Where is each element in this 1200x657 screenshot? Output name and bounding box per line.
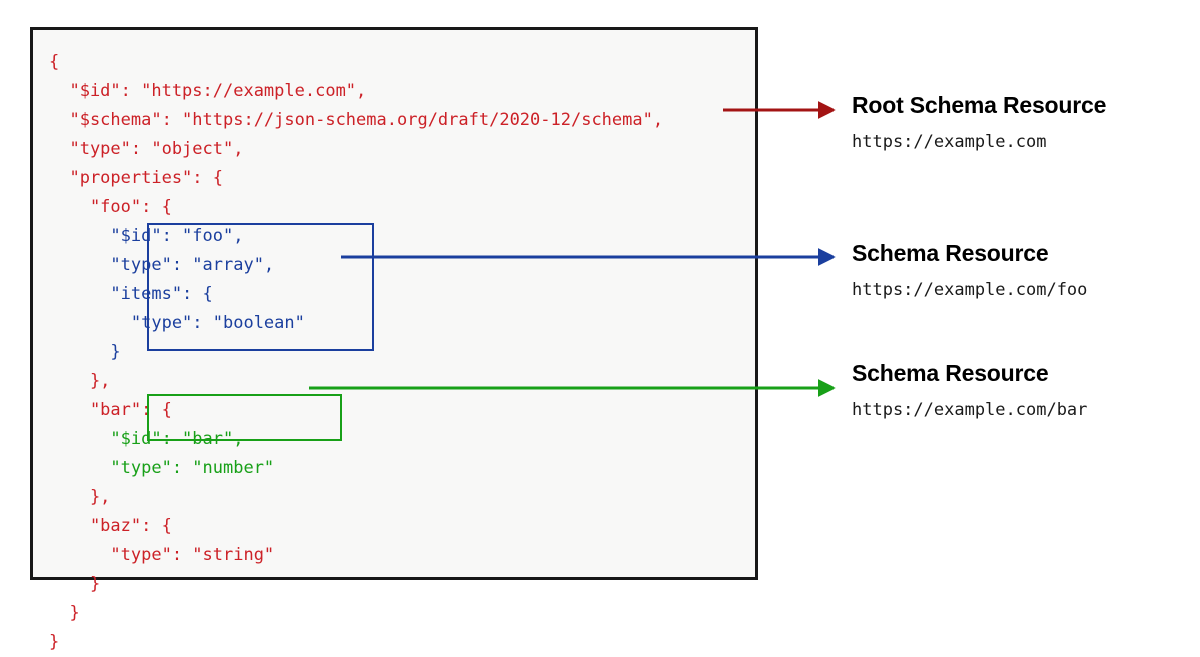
code-line-7: "type": "array", (49, 255, 275, 275)
callout-foo-uri: https://example.com/foo (852, 280, 1088, 300)
callout-bar-schema-resource: Schema Resource https://example.com/bar (852, 360, 1087, 422)
code-line-19: } (49, 603, 80, 623)
callout-root-uri: https://example.com (852, 132, 1047, 152)
code-line-6: "$id": "foo", (49, 226, 244, 246)
code-line-20: } (49, 632, 60, 652)
code-line-15: }, (49, 487, 111, 507)
callout-bar-uri: https://example.com/bar (852, 400, 1088, 420)
code-line-2: "$schema": "https://json-schema.org/draf… (49, 110, 664, 130)
code-line-10: } (49, 342, 121, 362)
code-line-0: { (49, 52, 60, 72)
code-line-13: "$id": "bar", (49, 429, 244, 449)
callout-foo-schema-resource: Schema Resource https://example.com/foo (852, 240, 1087, 302)
callout-bar-title: Schema Resource (852, 360, 1049, 386)
callout-root-schema-resource: Root Schema Resource https://example.com (852, 92, 1106, 154)
code-line-11: }, (49, 371, 111, 391)
callout-foo-title: Schema Resource (852, 240, 1049, 266)
code-line-9: "type": "boolean" (49, 313, 305, 333)
code-line-5: "foo": { (49, 197, 172, 217)
code-line-12: "bar": { (49, 400, 172, 420)
code-line-17: "type": "string" (49, 545, 275, 565)
json-code-frame: { "$id": "https://example.com", "$schema… (30, 27, 758, 652)
code-line-18: } (49, 574, 101, 594)
json-code-block: { "$id": "https://example.com", "$schema… (49, 48, 663, 657)
code-line-14: "type": "number" (49, 458, 275, 478)
code-line-1: "$id": "https://example.com", (49, 81, 367, 101)
code-line-8: "items": { (49, 284, 213, 304)
callout-root-title: Root Schema Resource (852, 92, 1107, 118)
code-line-16: "baz": { (49, 516, 172, 536)
code-line-3: "type": "object", (49, 139, 244, 159)
code-line-4: "properties": { (49, 168, 223, 188)
